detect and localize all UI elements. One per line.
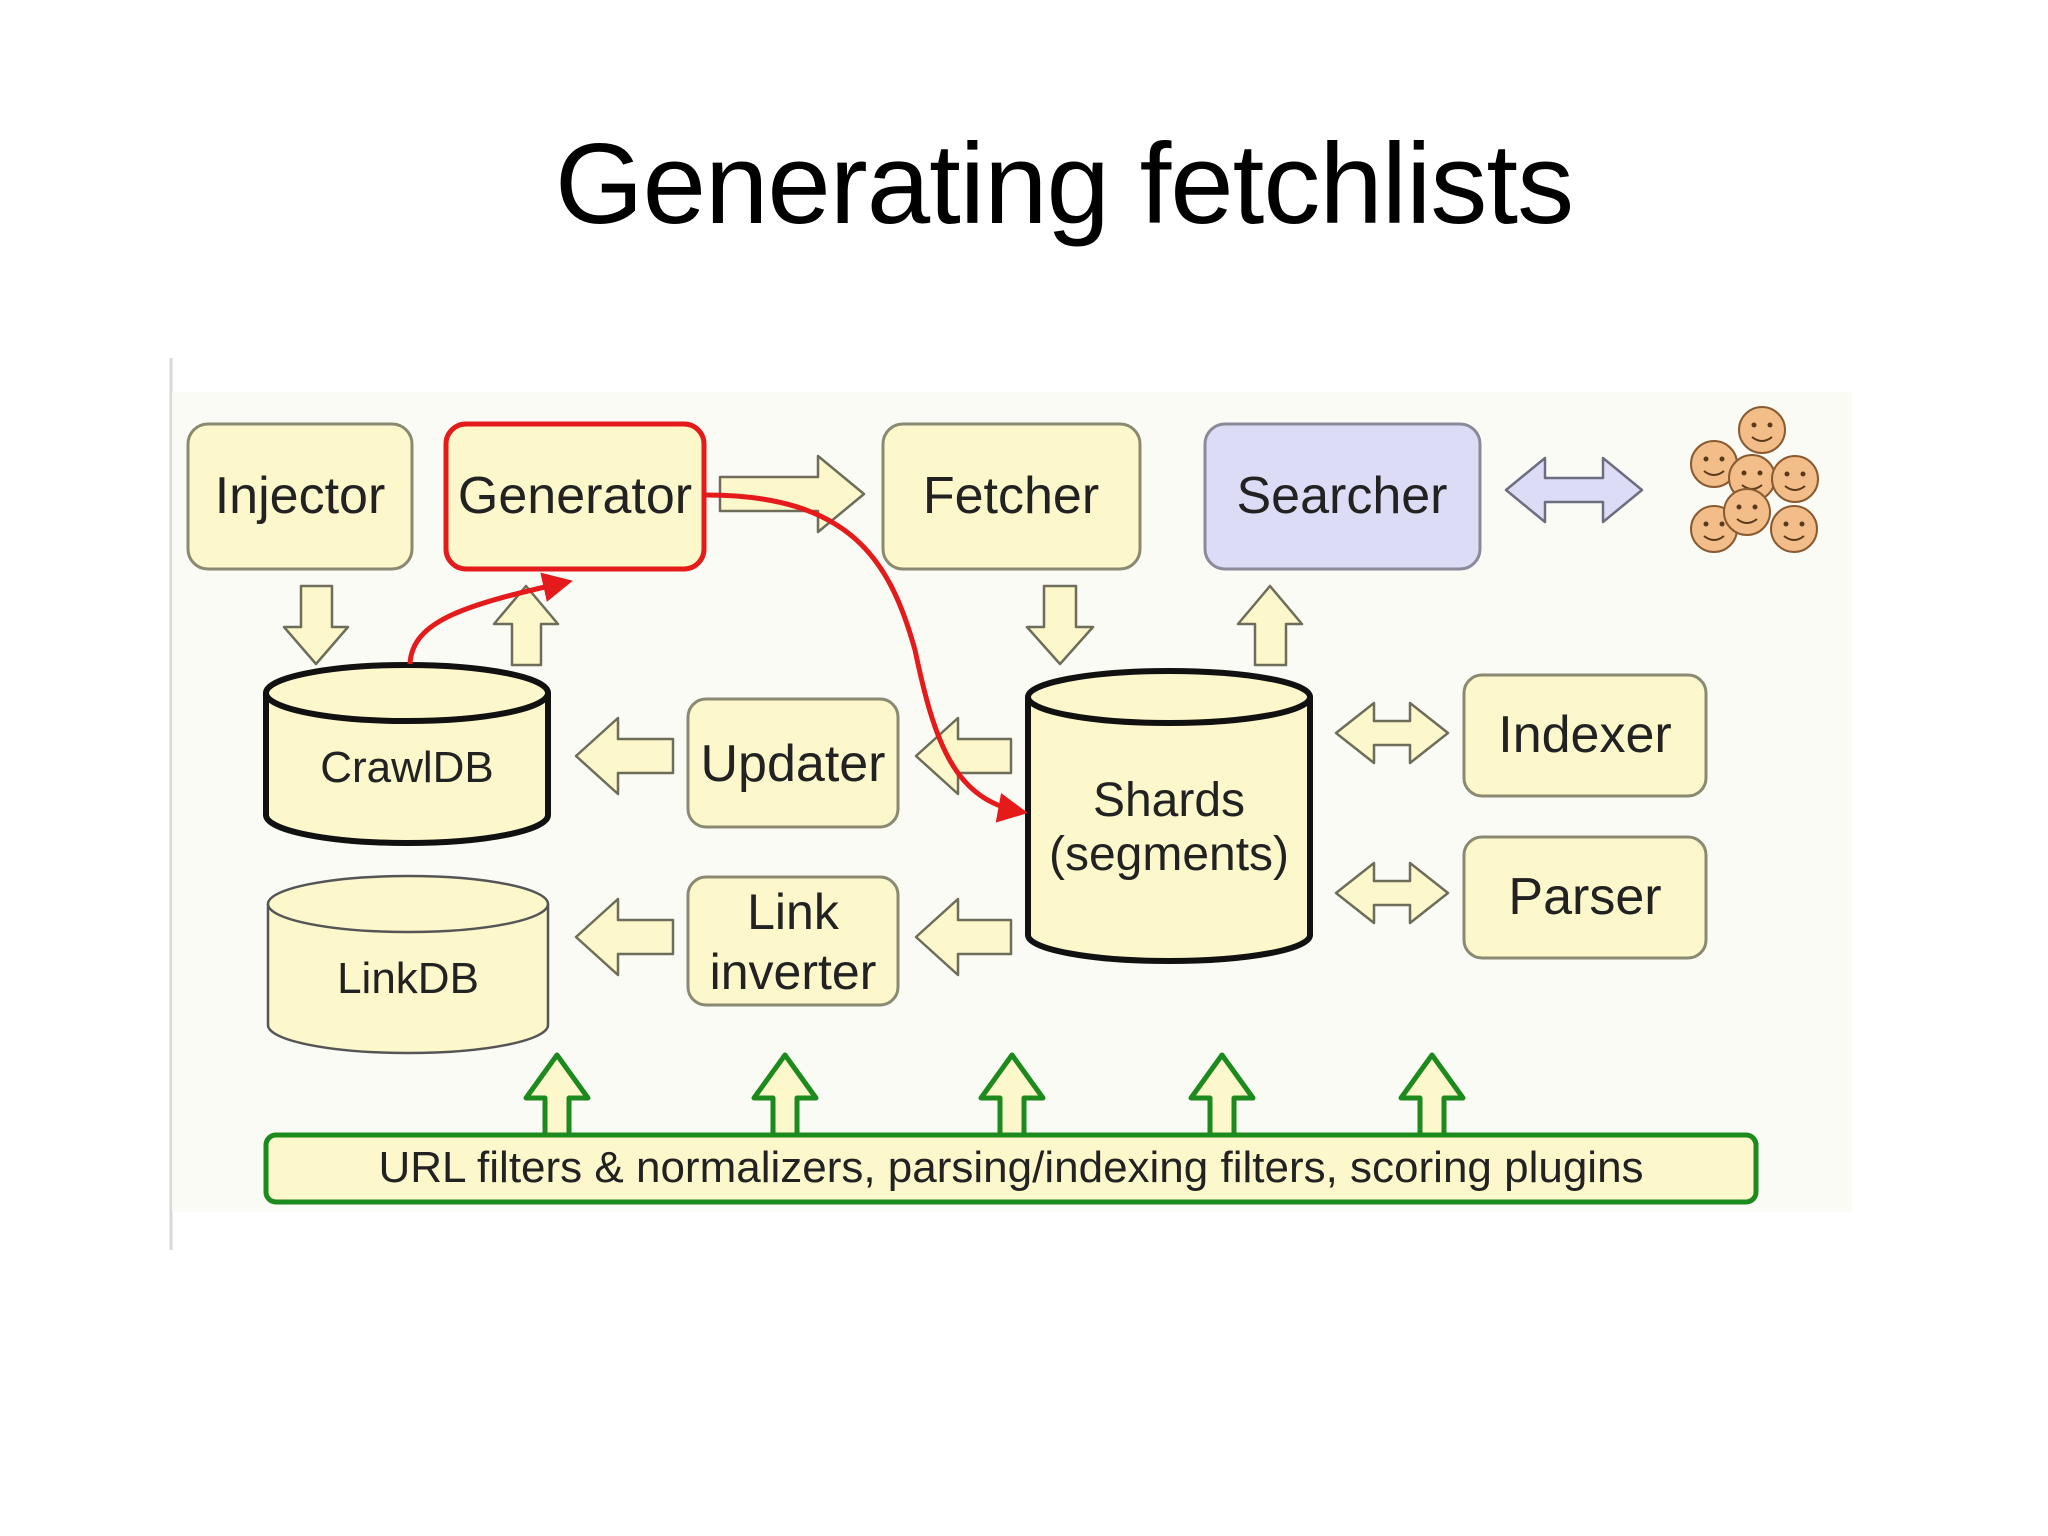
linkdb-label: LinkDB	[337, 954, 479, 1003]
shards-indexer-double-arrow	[1334, 701, 1450, 765]
shards-cylinder: Shards (segments)	[1025, 668, 1313, 964]
updater-to-crawldb-arrow	[574, 716, 675, 796]
updater-label: Updater	[701, 735, 886, 793]
shards-label-line1: Shards	[1093, 774, 1245, 827]
linkdb-cylinder: LinkDB	[266, 874, 550, 1055]
generator-box: Generator	[443, 421, 707, 572]
plugin-arrow	[1188, 1052, 1256, 1140]
fetcher-box: Fetcher	[881, 422, 1142, 571]
crawldb-to-generator-arrow	[492, 584, 560, 667]
searcher-users-double-arrow	[1504, 456, 1644, 524]
parser-label: Parser	[1508, 868, 1661, 926]
link-inverter-box: Link inverter	[686, 875, 900, 1007]
generator-to-fetcher-arrow	[718, 454, 866, 534]
injector-box: Injector	[186, 422, 414, 571]
plugins-bar-label: URL filters & normalizers, parsing/index…	[378, 1143, 1643, 1192]
crawldb-to-generator-red-arrow	[407, 572, 573, 665]
crawldb-cylinder: CrawlDB	[263, 662, 551, 846]
generator-to-shards-red-arrow	[705, 492, 1028, 823]
plugin-arrow	[523, 1052, 591, 1140]
shards-to-searcher-arrow	[1236, 584, 1304, 667]
parser-box: Parser	[1462, 835, 1708, 960]
updater-box: Updater	[686, 697, 900, 829]
injector-to-crawldb-arrow	[282, 584, 350, 666]
searcher-label: Searcher	[1237, 467, 1448, 525]
shards-to-linkinverter-arrow	[914, 897, 1013, 977]
link-inverter-label-line1: Link	[747, 884, 840, 940]
user-face-icon	[1771, 455, 1819, 503]
searcher-box: Searcher	[1203, 422, 1482, 571]
generator-label: Generator	[458, 467, 692, 525]
fetcher-to-shards-arrow	[1025, 584, 1095, 666]
fetcher-label: Fetcher	[923, 467, 1099, 525]
link-inverter-label-line2: inverter	[710, 944, 877, 1000]
shards-parser-double-arrow	[1334, 861, 1450, 925]
user-face-icon	[1770, 505, 1818, 553]
indexer-box: Indexer	[1462, 673, 1708, 798]
linkinverter-to-linkdb-arrow	[574, 897, 675, 977]
plugin-arrow	[751, 1052, 819, 1140]
plugins-bar: URL filters & normalizers, parsing/index…	[263, 1132, 1759, 1205]
crawldb-label: CrawlDB	[320, 743, 494, 792]
plugin-arrow	[1398, 1052, 1466, 1140]
plugin-arrow	[978, 1052, 1046, 1140]
slide-title: Generating fetchlists	[554, 121, 1574, 248]
user-face-icon	[1723, 488, 1771, 536]
users-group-icon	[1690, 406, 1819, 553]
user-face-icon	[1738, 406, 1786, 454]
shards-label-line2: (segments)	[1049, 828, 1289, 881]
injector-label: Injector	[215, 467, 386, 525]
indexer-label: Indexer	[1498, 706, 1671, 764]
